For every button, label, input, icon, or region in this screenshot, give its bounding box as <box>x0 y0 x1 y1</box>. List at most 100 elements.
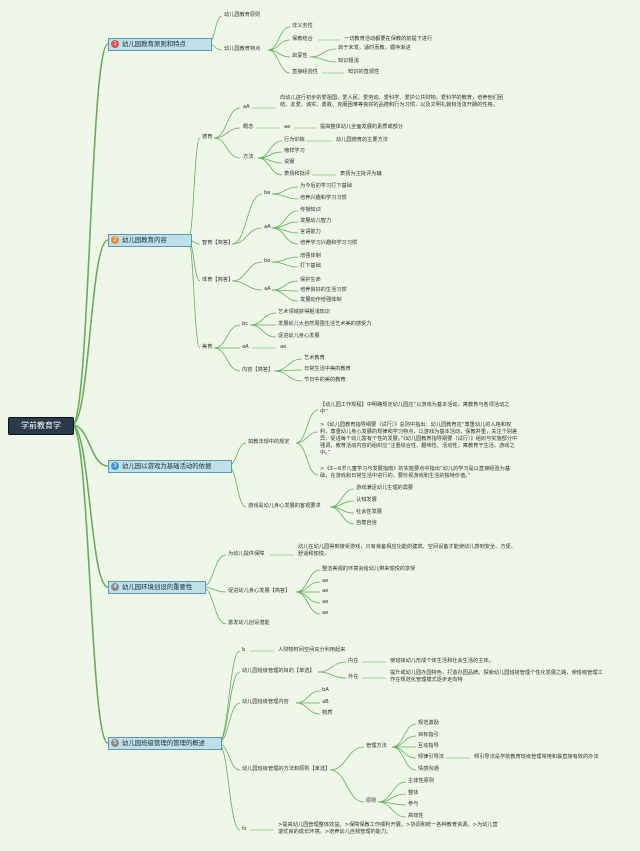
connector <box>295 591 321 615</box>
node-label: 倾引导法是学前教育班级管理常用和最直接有效的办法 <box>474 754 599 760</box>
node-label: 启蒙性 <box>292 53 308 59</box>
connector <box>391 723 417 748</box>
branch-label: 幼儿园教育原则和特点 <box>122 40 186 48</box>
node-label: 智育【简答】 <box>202 240 234 246</box>
node-label: 非义务性 <box>292 23 313 29</box>
connector <box>271 280 299 291</box>
node-label: 互动指导 <box>418 743 439 749</box>
connector <box>377 793 407 803</box>
connector <box>217 671 241 744</box>
node-label: 发展幼儿智力 <box>300 218 332 224</box>
connector <box>295 581 321 593</box>
connector <box>249 324 277 338</box>
node-label: 原则 <box>366 798 377 804</box>
root-node[interactable]: 学前教育学 <box>8 417 74 435</box>
connector <box>187 137 201 241</box>
connector <box>377 781 407 803</box>
node-label: 培养兴趣和学习习惯 <box>300 195 347 201</box>
connector <box>71 424 109 467</box>
node-label: 德育 <box>202 134 213 140</box>
connector <box>317 671 347 679</box>
connector <box>71 43 109 426</box>
node-label: 艺术教育 <box>304 355 325 361</box>
connector <box>271 261 299 268</box>
connector <box>231 261 263 282</box>
connector <box>295 409 319 444</box>
connector <box>257 140 283 159</box>
node-label: 打下基础 <box>300 263 321 269</box>
node-label: 榜样学习 <box>284 148 305 154</box>
node-label: aA <box>243 104 250 110</box>
node-label: 发展动作增强体制 <box>300 297 342 303</box>
node-paragraph: >《幼儿园教育指导纲要（试行）》总则中指出：幼儿园教育应“尊重幼儿的人格和权利，… <box>320 422 518 456</box>
node-label: 表扬和批评 <box>284 171 310 177</box>
node-label: ae <box>322 599 329 605</box>
node-label: 外在 <box>348 674 359 680</box>
number-badge-icon: 2 <box>111 236 119 244</box>
node-label: 体育【简答】 <box>202 277 234 283</box>
number-badge-icon: 5 <box>111 739 119 747</box>
connector <box>391 735 417 748</box>
connector <box>249 312 277 326</box>
connector <box>309 48 337 58</box>
connector <box>71 239 109 426</box>
node-label: 整洁美观的环境会给幼儿带来愉悦的享受 <box>322 566 416 572</box>
connector <box>273 358 303 372</box>
node-label: 节日中的美的教育 <box>304 377 346 383</box>
node-label: 管理方法 <box>366 743 387 749</box>
connector <box>271 289 299 302</box>
node-label: 促进幼儿身心发展【简答】 <box>228 588 291 594</box>
node-label: 游戏满足幼儿生理的需要 <box>356 485 414 491</box>
connector <box>271 256 299 263</box>
node-label: 主体性原则 <box>408 778 434 784</box>
node-paragraph: 向幼儿进行初步的爱祖国、爱人民、爱劳动、爱科学、爱护公共财物，爱科学的教育，培养… <box>280 95 504 108</box>
node-label: 游戏是幼儿身心发展的客观要求 <box>248 503 321 509</box>
node-label: fs <box>242 826 247 832</box>
node-label: 美育 <box>202 344 213 350</box>
node-label: 幼儿园班级管理内容 <box>242 699 289 705</box>
node-label: 培养学习兴趣和学习习惯 <box>300 240 358 246</box>
connector <box>309 56 337 63</box>
node-label: 增强体制 <box>300 253 321 259</box>
node-label: 表扬为主批评为辅 <box>340 171 382 177</box>
node-label: 保教结合 <box>292 36 313 42</box>
node-label: 提高整体幼儿全面发展的素质或部分 <box>320 124 404 130</box>
node-label: aA <box>242 344 249 350</box>
connector <box>231 193 263 245</box>
node-label: 为今后的学习打下基础 <box>300 183 352 189</box>
node-label: 言语能力 <box>300 229 321 235</box>
connector <box>267 26 291 51</box>
node-label: ae <box>284 124 291 130</box>
connector <box>273 370 303 382</box>
node-label: be <box>264 190 271 196</box>
node-label: 行为训练 <box>284 137 305 143</box>
node-label: 内容【简答】 <box>242 367 274 373</box>
node-label: 概念 <box>243 124 254 130</box>
node-label: 幼儿园教育特点 <box>224 46 261 52</box>
node-paragraph: >提高幼儿园管理整体效益。>保障保教工作顺利开展。>协调和统一各种教育资源。>为… <box>278 822 498 835</box>
node-label: 幼儿园班级管理的方法和原则【单选】 <box>242 766 331 772</box>
connector <box>231 227 263 245</box>
connector <box>329 746 365 771</box>
node-label: 艺术领域获得粗浅知识 <box>278 309 330 315</box>
node-label: 发展幼儿大自然周围生活艺术美的感受力 <box>278 321 372 327</box>
number-badge-icon: 3 <box>111 462 119 470</box>
node-paragraph: 幼儿在幼儿园得到接受游戏，只有良备相应功能的建筑、空间设备才能使幼儿感到安全、方… <box>298 544 516 557</box>
connector <box>391 746 417 759</box>
node-paragraph: >《3—6岁儿童学习与发展指南》的实施要点中指出“幼儿的学习是以直接经验为基础，… <box>320 466 511 479</box>
node-label: ae <box>322 610 329 616</box>
connector <box>271 227 299 245</box>
connector <box>257 157 283 176</box>
connector <box>71 424 109 744</box>
node-label: 激发幼儿创设潜能 <box>228 620 270 626</box>
node-label: 认知发展 <box>356 497 377 503</box>
node-label: ae <box>322 578 329 584</box>
connector <box>231 280 263 291</box>
connector <box>217 650 241 744</box>
node-label: bc <box>242 321 249 327</box>
